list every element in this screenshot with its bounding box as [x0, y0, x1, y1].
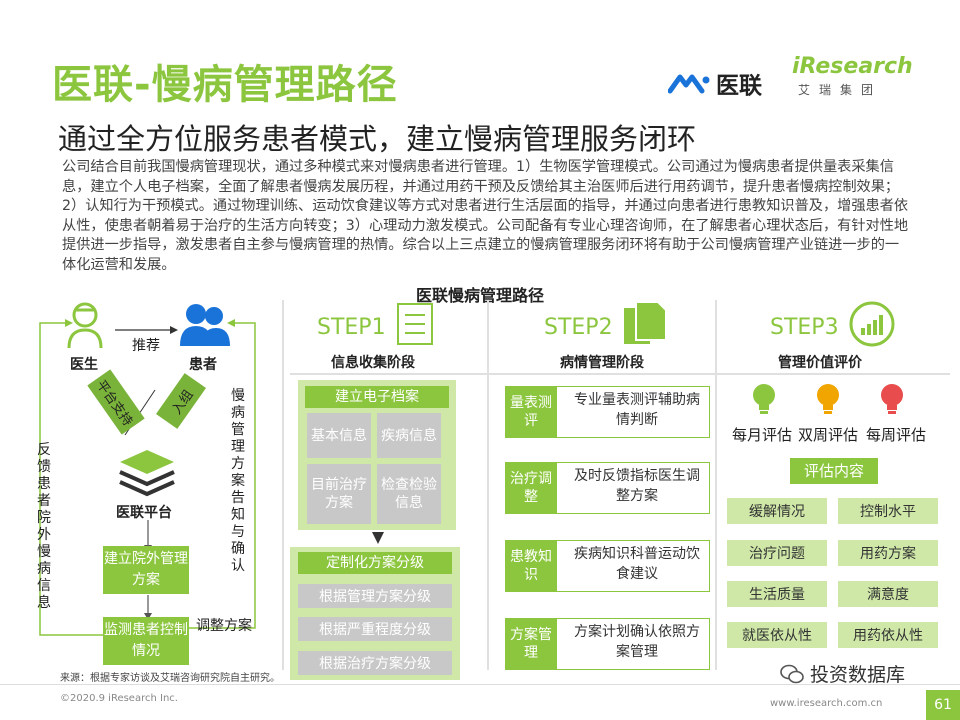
freq-weekly: 每周评估: [866, 426, 927, 444]
intro-paragraph: 公司结合目前我国慢病管理现状，通过多种模式来对慢病患者进行管理。1）生物医学管理…: [62, 159, 909, 273]
step1-name: 信息收集阶段: [331, 355, 415, 371]
watermark: 投资数据库: [780, 660, 905, 687]
plan-header: 定制化方案分级: [298, 552, 452, 574]
step2-row-3-key: 患教知识: [505, 540, 557, 592]
exam-info-cell: 检查检验信息: [377, 464, 441, 524]
platform-icon: [119, 450, 175, 497]
yilian-logo-text: 医联: [716, 73, 762, 99]
step2-row-4-key: 方案管理: [505, 618, 557, 670]
document-list-icon: [397, 303, 433, 345]
eval-item-7: 就医依从性: [727, 622, 827, 648]
iresearch-logo-text: iResearch: [792, 54, 913, 79]
signal-chart-icon: [849, 301, 895, 347]
step3-name: 管理价值评价: [778, 355, 862, 371]
step2-row-1-key: 量表测评: [505, 386, 557, 438]
page-number: 61: [926, 690, 960, 720]
copyright: ©2020.9 iResearch Inc.: [60, 693, 178, 704]
patient-label: 患者: [189, 357, 217, 373]
build-plan-box: 建立院外管理方案: [103, 546, 189, 594]
eval-item-6: 满意度: [838, 581, 938, 607]
watermark-text: 投资数据库: [810, 664, 906, 686]
plan-item-3: 根据治疗方案分级: [298, 651, 452, 675]
bulb-biweekly-icon: [817, 384, 839, 414]
eval-item-5: 生活质量: [727, 581, 827, 607]
doctor-icon: [67, 302, 103, 349]
monitor-box: 监测患者控制情况: [103, 617, 189, 665]
step2-row-3-value: 疾病知识科普运动饮食建议: [574, 546, 700, 582]
separator-3: [715, 300, 717, 670]
eval-item-8: 用药依从性: [838, 622, 938, 648]
eval-content-header: 评估内容: [790, 458, 878, 484]
diagram-title: 医联慢病管理路径: [415, 286, 544, 305]
page-subtitle: 通过全方位服务患者模式，建立慢病管理服务闭环: [58, 122, 697, 156]
eval-item-4: 用药方案: [838, 540, 938, 566]
eval-item-2: 控制水平: [838, 498, 938, 524]
separator-1: [282, 300, 284, 670]
eval-item-3: 治疗问题: [727, 540, 827, 566]
footer-divider: [0, 684, 960, 685]
iresearch-logo: iResearch 艾瑞集团: [792, 54, 913, 98]
platform-label: 医联平台: [116, 505, 172, 521]
eval-item-1: 缓解情况: [727, 498, 827, 524]
step2-row-2-key: 治疗调整: [505, 462, 557, 514]
bulb-monthly-icon: [753, 384, 775, 414]
yilian-logo-icon: [668, 74, 710, 94]
doctor-label: 医生: [70, 357, 98, 373]
current-treatment-cell: 目前治疗方案: [307, 464, 371, 524]
step2-name: 病情管理阶段: [560, 355, 644, 371]
patient-icon: [180, 304, 230, 346]
left-flow-connectors: [39, 319, 256, 636]
assessment-bulbs: [753, 384, 903, 414]
freq-biweekly: 双周评估: [798, 426, 859, 444]
disease-info-cell: 疾病信息: [377, 413, 441, 458]
notify-vertical-label: 慢病管理方案告知与确认: [231, 388, 245, 574]
feedback-vertical-label: 反馈患者院外慢病信息: [37, 442, 51, 611]
source-note: 来源：根据专家访谈及艾瑞咨询研究院自主研究。: [60, 673, 280, 684]
recommend-label: 推荐: [132, 338, 160, 354]
e-file-header: 建立电子档案: [305, 386, 449, 408]
separator-2: [487, 300, 489, 670]
page-title: 医联-慢病管理路径: [52, 62, 398, 108]
step1-down-arrow: [372, 532, 384, 544]
step3-label: STEP3: [770, 315, 839, 340]
step1-label: STEP1: [317, 315, 386, 340]
wechat-icon: [780, 664, 804, 683]
step2-row-2-value: 及时反馈指标医生调整方案: [574, 468, 700, 504]
website: www.iresearch.com.cn: [770, 698, 883, 709]
yilian-logo: 医联: [668, 66, 762, 100]
document-copy-icon: [624, 301, 667, 344]
step2-row-4-value: 方案计划确认依照方案管理: [574, 624, 700, 660]
basic-info-cell: 基本信息: [307, 413, 371, 458]
freq-monthly: 每月评估: [732, 426, 793, 444]
step-header-line: [290, 373, 950, 375]
plan-item-1: 根据管理方案分级: [298, 584, 452, 608]
iresearch-logo-cn: 艾瑞集团: [798, 83, 883, 97]
step2-label: STEP2: [544, 315, 613, 340]
bulb-weekly-icon: [881, 384, 903, 414]
step2-row-1-value: 专业量表测评辅助病情判断: [574, 392, 700, 428]
plan-item-2: 根据严重程度分级: [298, 617, 452, 641]
adjust-label: 调整方案: [196, 618, 252, 634]
